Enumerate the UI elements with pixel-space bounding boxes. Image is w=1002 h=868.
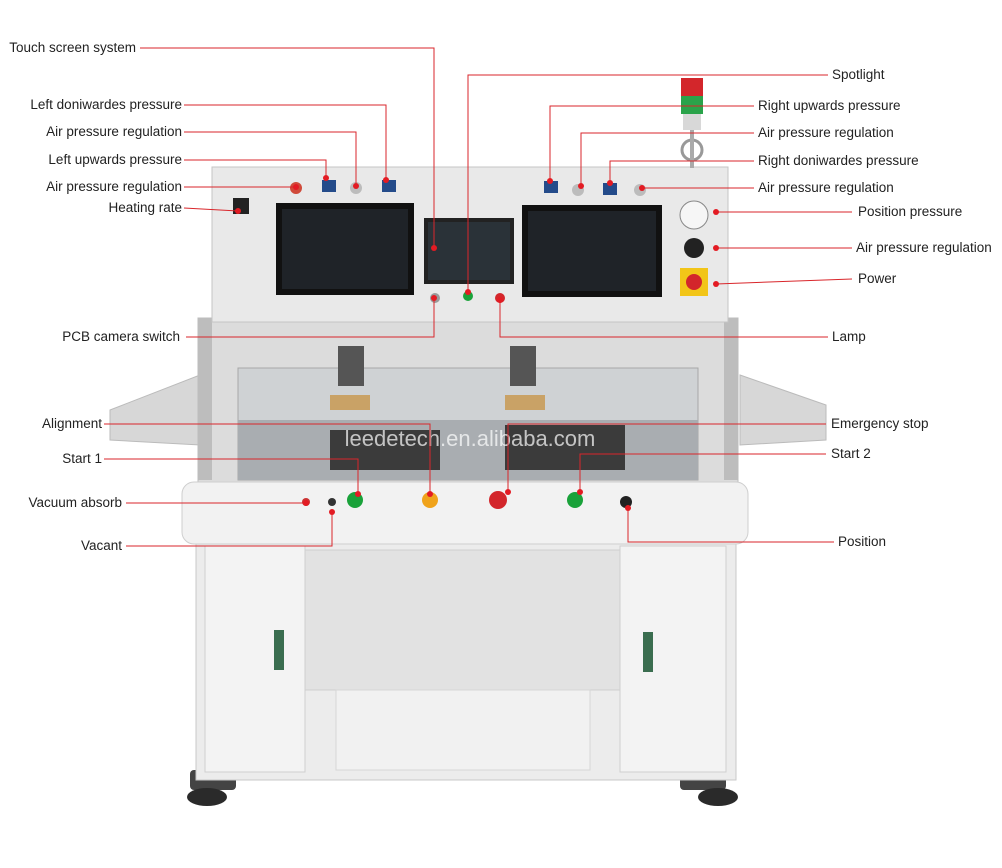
leader-line-lamp	[499, 300, 828, 338]
leader-line-left-upwards-pressure	[184, 159, 327, 178]
control-desk	[181, 481, 749, 545]
callout-air-pressure-regulation-l1: Air pressure regulation	[46, 124, 182, 139]
upper-panel	[211, 166, 729, 323]
leader-line-power	[715, 278, 853, 285]
leader-dot-right-upwards-pressure	[547, 178, 553, 184]
leader-dot-air-pressure-regulation-r3	[713, 245, 719, 251]
leader-dot-right-downwards-pressure	[607, 180, 613, 186]
callout-alignment: Alignment	[41, 416, 102, 431]
leader-dot-position-pressure	[713, 209, 719, 215]
leader-line-left-downwards-pressure	[184, 104, 387, 180]
callout-left-downwards-pressure: Left doniwardes pressure	[30, 97, 182, 112]
leader-line-heating-rate	[183, 207, 239, 212]
leader-dots	[235, 175, 719, 515]
callout-right-downwards-pressure: Right doniwardes pressure	[758, 153, 919, 168]
callout-start-2: Start 2	[831, 446, 871, 461]
callout-start-1: Start 1	[62, 451, 102, 466]
callout-air-pressure-regulation-r1: Air pressure regulation	[758, 125, 894, 140]
leader-dot-spotlight	[465, 289, 471, 295]
callout-pcb-camera-switch: PCB camera switch	[62, 329, 180, 344]
leader-line-touch-screen-system	[140, 47, 435, 248]
leader-line-air-pressure-regulation-l1	[184, 131, 357, 186]
watermark: leedetech.en.alibaba.com	[345, 426, 596, 451]
leader-dot-vacant	[329, 509, 335, 515]
work-area	[197, 317, 739, 489]
leader-line-right-downwards-pressure	[609, 160, 754, 183]
side-wings	[109, 374, 827, 446]
callout-right-upwards-pressure: Right upwards pressure	[758, 98, 901, 113]
leader-dot-lamp	[497, 297, 503, 303]
callout-lamp: Lamp	[832, 329, 866, 344]
leader-dot-position	[625, 505, 631, 511]
lower-cabinet	[195, 539, 737, 781]
leader-dot-left-downwards-pressure	[383, 177, 389, 183]
leader-dot-power	[713, 281, 719, 287]
leader-dot-left-upwards-pressure	[323, 175, 329, 181]
leader-dot-air-pressure-regulation-l1	[353, 183, 359, 189]
leader-dot-alignment	[427, 491, 433, 497]
leader-line-start-1	[104, 458, 359, 494]
leader-line-right-upwards-pressure	[549, 105, 754, 181]
callout-spotlight: Spotlight	[832, 67, 885, 82]
callout-air-pressure-regulation-r3: Air pressure regulation	[856, 240, 992, 255]
callout-left-upwards-pressure: Left upwards pressure	[48, 152, 182, 167]
callout-power: Power	[858, 271, 897, 286]
leader-dot-vacuum-absorb	[303, 500, 309, 506]
callout-touch-screen-system: Touch screen system	[9, 40, 136, 55]
leader-line-spotlight	[467, 74, 828, 292]
leader-dot-air-pressure-regulation-l2	[293, 184, 299, 190]
callout-position: Position	[838, 534, 887, 549]
leader-dot-air-pressure-regulation-r2	[639, 185, 645, 191]
callout-heating-rate: Heating rate	[108, 200, 182, 215]
leader-dot-emergency-stop	[505, 489, 511, 495]
callout-position-pressure: Position pressure	[858, 204, 963, 219]
leader-lines	[104, 47, 853, 547]
leader-dot-start-1	[355, 491, 361, 497]
leader-line-alignment	[104, 423, 431, 494]
leader-line-start-2	[579, 453, 826, 492]
callout-air-pressure-regulation-r2: Air pressure regulation	[758, 180, 894, 195]
leader-line-pcb-camera-switch	[186, 298, 435, 338]
leader-line-air-pressure-regulation-r1	[580, 132, 754, 186]
leader-dot-start-2	[577, 489, 583, 495]
leader-dot-touch-screen-system	[431, 245, 437, 251]
leader-line-vacant	[126, 512, 333, 547]
callout-air-pressure-regulation-l2: Air pressure regulation	[46, 179, 182, 194]
leader-dot-air-pressure-regulation-r1	[578, 183, 584, 189]
leader-dot-heating-rate	[235, 208, 241, 214]
callout-emergency-stop: Emergency stop	[831, 416, 929, 431]
callout-vacant: Vacant	[80, 538, 122, 553]
callout-vacuum-absorb: Vacuum absorb	[28, 495, 122, 510]
signal-tower	[680, 78, 704, 168]
leader-line-position	[627, 508, 834, 543]
leader-dot-pcb-camera-switch	[431, 295, 437, 301]
leader-line-emergency-stop	[507, 423, 826, 492]
